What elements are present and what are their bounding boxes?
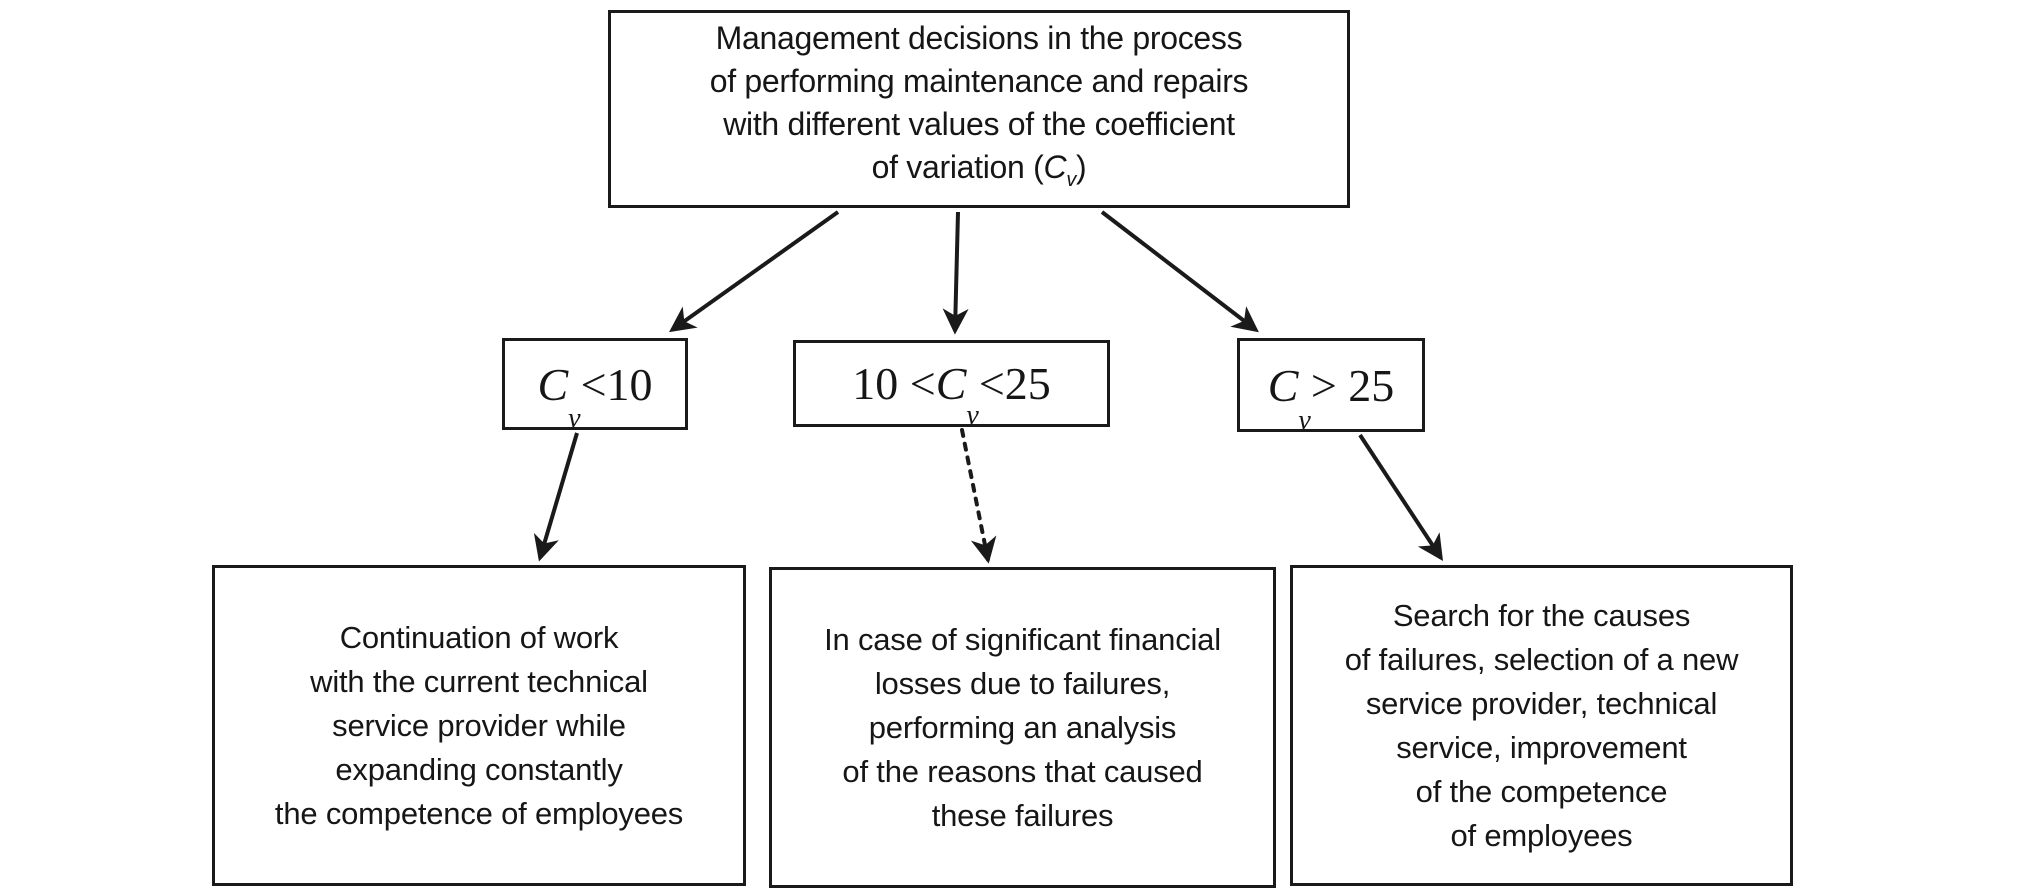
outcome-box-continue-current-provider: Continuation of work with the current te… xyxy=(212,565,746,886)
outcome-line: service provider while xyxy=(332,707,626,743)
condition-variable: C xyxy=(935,358,967,409)
outcome-line: Continuation of work xyxy=(339,619,619,655)
arrow-root-to-right-condition xyxy=(1100,210,1259,333)
outcome-box-search-causes-new-provider: Search for the causes of failures, selec… xyxy=(1290,565,1793,886)
condition-subscript: v xyxy=(1298,405,1311,436)
arrow-root-to-middle-condition xyxy=(942,211,969,335)
outcome-line: the competence of employees xyxy=(274,795,684,831)
root-box-line: Management decisions in the process xyxy=(715,19,1243,56)
root-box-line: of performing maintenance and repairs xyxy=(709,62,1249,99)
root-box: Management decisions in the process of p… xyxy=(608,10,1350,208)
outcome-line: of employees xyxy=(1450,817,1633,853)
arrow-right-condition-to-outcome xyxy=(1358,433,1444,562)
formula-subscript: v xyxy=(1066,168,1077,191)
root-box-line: with different values of the coefficient xyxy=(723,105,1235,142)
outcome-line: service, improvement xyxy=(1396,729,1687,765)
outcome-line: Search for the causes xyxy=(1392,597,1691,633)
outcome-line: these failures xyxy=(931,797,1114,833)
outcome-line: performing an analysis xyxy=(868,709,1177,745)
outcome-line: In case of significant financial xyxy=(824,621,1221,657)
outcome-line: losses due to failures, xyxy=(874,665,1171,701)
root-box-formula-line: of variation (Cv) xyxy=(872,146,1087,202)
condition-subscript: v xyxy=(966,400,979,431)
outcome-line: of the reasons that caused xyxy=(842,753,1203,789)
condition-variable: C xyxy=(1267,359,1299,411)
outcome-line: of the competence xyxy=(1415,773,1668,809)
arrow-root-to-left-condition xyxy=(669,210,840,333)
arrow-left-condition-to-outcome xyxy=(533,432,579,562)
formula-pre: of variation ( xyxy=(871,148,1044,185)
formula-post: ) xyxy=(1076,148,1087,185)
condition-variable: C xyxy=(537,358,569,410)
condition-pre: 10 < xyxy=(852,358,936,409)
formula-variable: C xyxy=(1043,148,1067,185)
outcome-line: service provider, technical xyxy=(1365,685,1718,721)
condition-post: > 25 xyxy=(1310,359,1395,411)
outcome-line: with the current technical xyxy=(310,663,648,699)
condition-subscript: v xyxy=(568,403,581,434)
outcome-line: of failures, selection of a new xyxy=(1344,641,1739,677)
arrow-middle-condition-to-outcome xyxy=(960,428,997,564)
outcome-line: expanding constantly xyxy=(335,751,623,787)
outcome-box-analyze-failure-reasons: In case of significant financial losses … xyxy=(769,567,1276,888)
condition-post: <25 xyxy=(978,358,1051,409)
condition-post: <10 xyxy=(580,358,653,410)
